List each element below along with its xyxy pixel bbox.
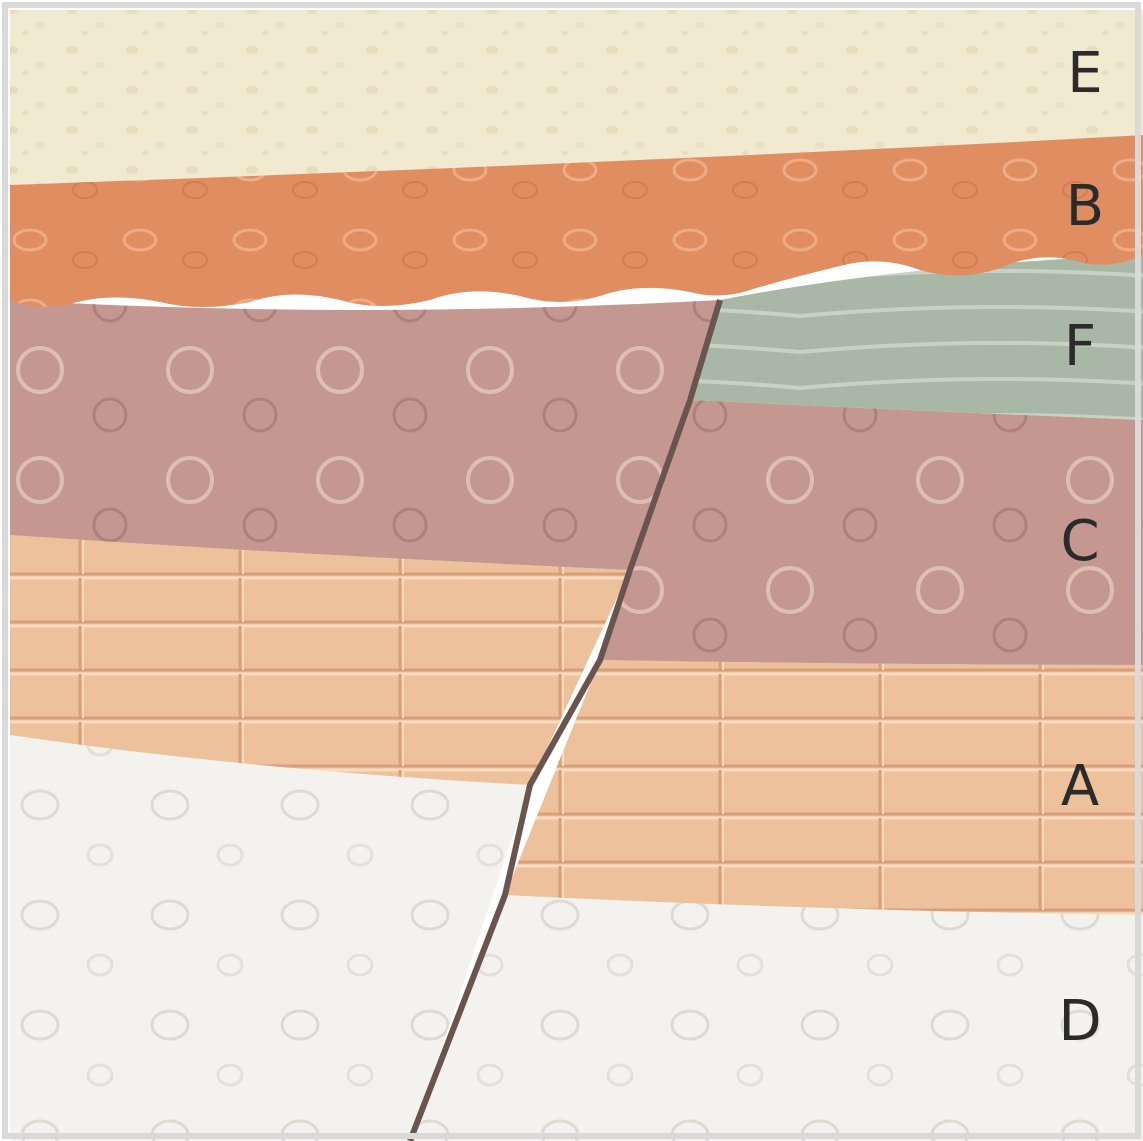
label-f: F	[1064, 314, 1096, 379]
layer-a-right-texture	[505, 660, 1143, 915]
layer-c-left-texture	[10, 300, 720, 570]
label-c: C	[1060, 509, 1099, 574]
label-e: E	[1067, 41, 1102, 106]
label-a: A	[1061, 754, 1099, 819]
label-d: D	[1058, 989, 1101, 1054]
label-b: B	[1066, 174, 1104, 239]
layer-d-right-texture	[410, 895, 1143, 1141]
layer-a-left-texture	[10, 535, 630, 785]
